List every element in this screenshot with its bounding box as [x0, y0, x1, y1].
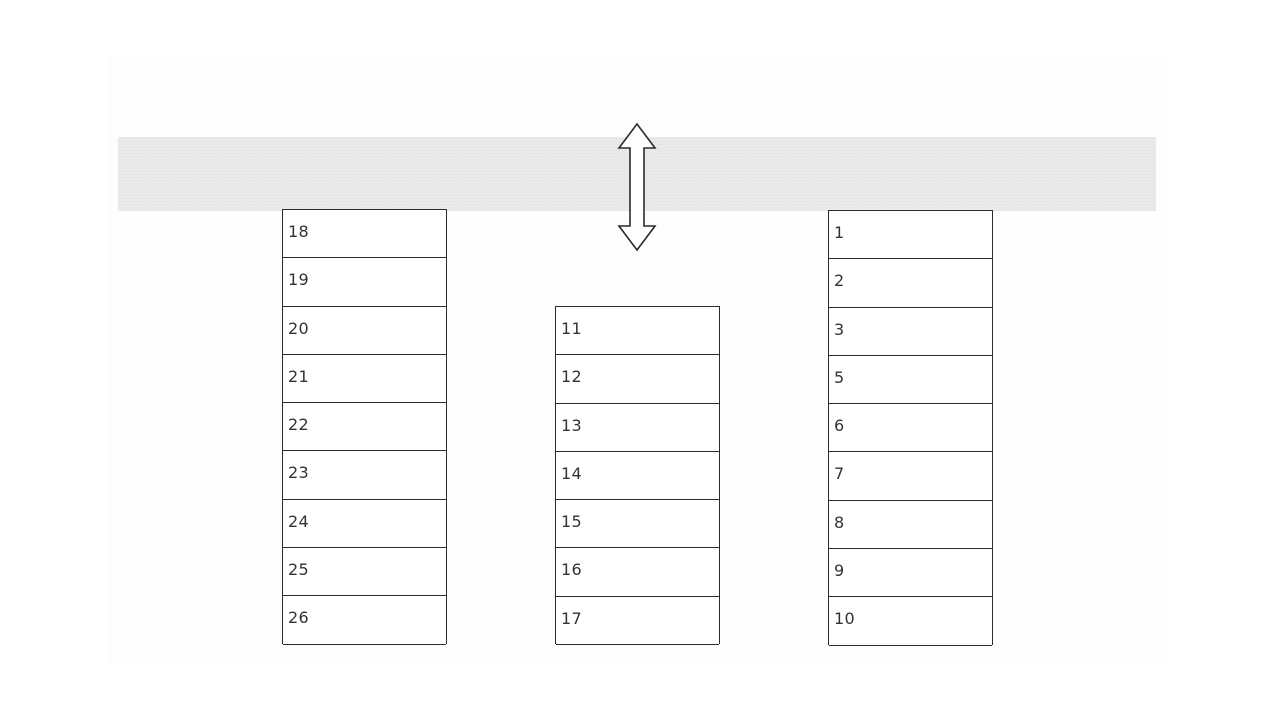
- parking-space-number: 18: [288, 222, 309, 241]
- parking-space-number: 26: [288, 608, 309, 628]
- parking-space-number: 24: [288, 511, 309, 531]
- parking-space: 23: [283, 451, 446, 500]
- parking-space: 25: [283, 548, 446, 597]
- parking-column-right: 1 2 3 5 6 7 8 9 10: [828, 210, 993, 646]
- parking-space: 18: [283, 210, 446, 259]
- parking-space-number: 13: [561, 415, 582, 435]
- parking-space: 7: [829, 452, 992, 501]
- parking-space: 2: [829, 259, 992, 308]
- parking-space: 16: [556, 548, 719, 597]
- parking-space: 11: [556, 307, 719, 356]
- parking-space-number: 12: [561, 367, 582, 387]
- parking-space-number: 15: [561, 512, 582, 532]
- parking-space-number: 23: [288, 463, 309, 483]
- parking-space-number: 16: [561, 560, 582, 580]
- parking-space: 26: [283, 596, 446, 645]
- parking-space-number: 8: [834, 512, 845, 532]
- parking-space-number: 14: [561, 463, 582, 483]
- double-vertical-arrow-shape: [617, 122, 657, 252]
- parking-space: 15: [556, 500, 719, 549]
- parking-space: 8: [829, 501, 992, 550]
- parking-space-number: 10: [834, 609, 855, 629]
- parking-space: 17: [556, 597, 719, 646]
- parking-space-number: 9: [834, 561, 845, 581]
- parking-space: 22: [283, 403, 446, 452]
- parking-column-left: 18 19 20 21 22 23 24 25 26: [282, 209, 447, 645]
- parking-space-number: 25: [288, 560, 309, 580]
- double-vertical-arrow-icon: [617, 122, 657, 252]
- parking-space-number: 20: [288, 318, 309, 338]
- parking-space: 3: [829, 308, 992, 356]
- parking-space-number: 2: [834, 271, 845, 291]
- parking-space: 12: [556, 355, 719, 404]
- parking-space: 10: [829, 597, 992, 646]
- parking-space: 21: [283, 355, 446, 404]
- parking-space: 5: [829, 356, 992, 405]
- parking-space-number: 21: [288, 366, 309, 386]
- parking-space: 14: [556, 452, 719, 501]
- parking-space-number: 3: [834, 319, 845, 339]
- parking-space-number: 17: [561, 608, 582, 628]
- parking-space: 20: [283, 307, 446, 355]
- parking-space-number: 19: [288, 270, 309, 290]
- parking-space: 6: [829, 404, 992, 453]
- parking-space: 9: [829, 549, 992, 598]
- parking-space: 19: [283, 258, 446, 307]
- parking-space: 13: [556, 404, 719, 452]
- parking-space: 24: [283, 500, 446, 549]
- parking-space-number: 6: [834, 416, 845, 436]
- parking-space-number: 22: [288, 415, 309, 435]
- parking-space-number: 11: [561, 319, 582, 338]
- parking-space: 1: [829, 211, 992, 260]
- parking-column-middle: 11 12 13 14 15 16 17: [555, 306, 720, 646]
- parking-space-number: 1: [834, 223, 845, 242]
- parking-space-number: 5: [834, 367, 845, 387]
- parking-space-number: 7: [834, 464, 845, 484]
